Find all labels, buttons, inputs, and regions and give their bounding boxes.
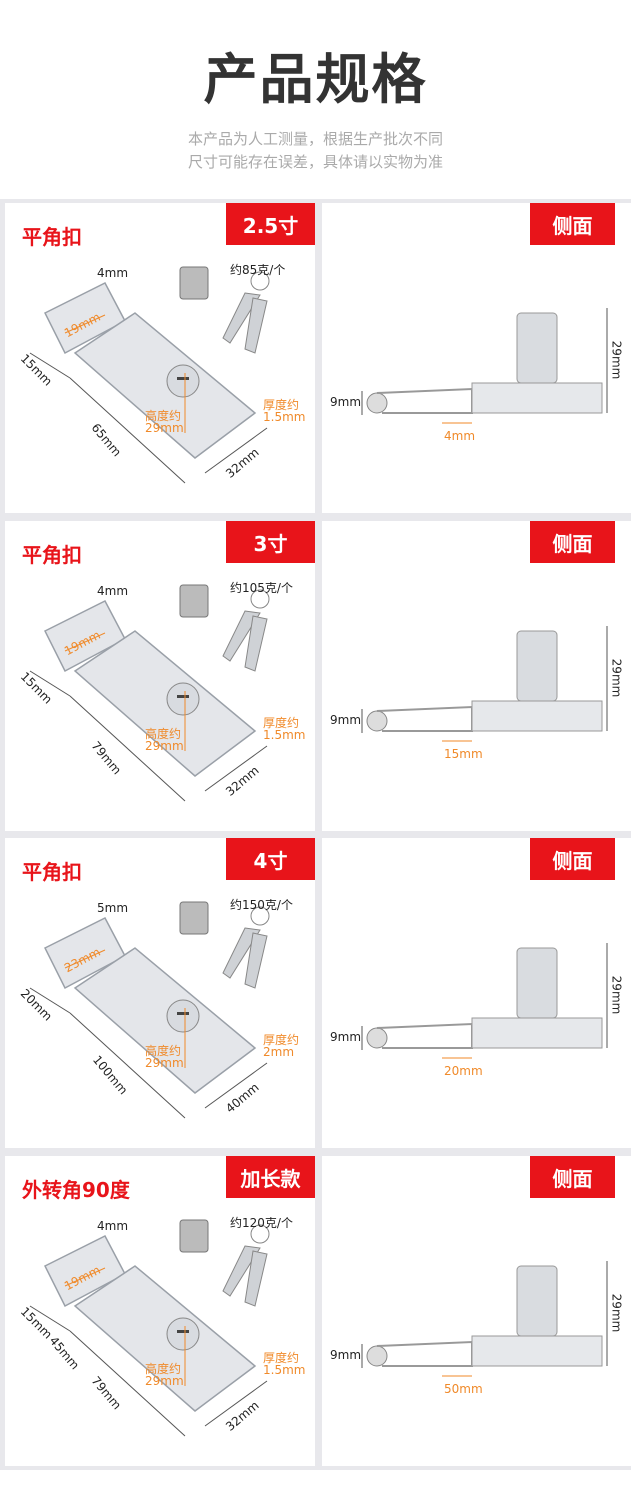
spec-row: 平角扣 3寸 4mm 约105克/个 19mm 15mm 79mm 32mm 高… <box>0 517 631 835</box>
front-panel: 外转角90度 加长款 4mm 约120克/个 19mm 15mm 45mm 79… <box>5 1156 315 1466</box>
height-label: 高度约 <box>145 409 182 423</box>
height-dimension: 29mm <box>145 1056 184 1070</box>
gap-dimension: 15mm <box>444 747 483 761</box>
side-height-dimension: 29mm <box>609 340 624 380</box>
side-view-badge: 侧面 <box>530 203 615 245</box>
spec-row: 外转角90度 加长款 4mm 约120克/个 19mm 15mm 45mm 79… <box>0 1152 631 1470</box>
hasp-type: 平角扣 <box>22 860 82 884</box>
hole-gap-dimension: 4mm <box>97 1219 129 1233</box>
height-label: 高度约 <box>145 727 182 741</box>
side-panel: 侧面 29mm 9mm 20mm <box>322 838 631 1148</box>
weight-label: 约105克/个 <box>230 581 293 595</box>
hole-gap-dimension: 4mm <box>97 266 129 280</box>
thickness-label: 厚度约 <box>263 1351 300 1365</box>
page-title: 产品规格 <box>203 48 428 111</box>
size-badge: 2.5寸 <box>226 203 315 245</box>
knob-dimension: 9mm <box>330 713 362 727</box>
knob-dimension: 9mm <box>330 395 362 409</box>
hasp-type: 平角扣 <box>22 543 82 567</box>
thickness-dimension: 1.5mm <box>263 410 306 424</box>
weight-label: 约85克/个 <box>230 263 286 277</box>
measurement-note-line1: 本产品为人工测量，根据生产批次不同 <box>187 130 443 148</box>
spec-row: 平角扣 4寸 5mm 约150克/个 23mm 20mm 100mm 40mm … <box>0 834 631 1152</box>
hole-gap-dimension: 4mm <box>97 584 129 598</box>
thickness-label: 厚度约 <box>263 398 300 412</box>
hasp-product-image <box>29 1219 270 1437</box>
height-label: 高度约 <box>145 1362 182 1376</box>
side-height-dimension: 29mm <box>609 975 624 1015</box>
side-panel: 侧面 29mm 9mm 15mm <box>322 521 631 831</box>
height-dimension: 29mm <box>145 421 184 435</box>
side-view-badge: 侧面 <box>530 521 615 563</box>
spec-row: 平角扣 2.5寸 4mm 约85克/个 19mm 15mm 65mm 32mm … <box>0 199 631 517</box>
gap-dimension: 4mm <box>444 429 476 443</box>
hasp-type: 平角扣 <box>22 225 82 249</box>
size-badge: 3寸 <box>226 521 315 563</box>
hasp-product-image <box>29 266 270 484</box>
side-panel: 侧面 29mm 9mm 50mm <box>322 1156 631 1466</box>
hole-gap-dimension: 5mm <box>97 901 129 915</box>
side-view-image <box>361 626 608 742</box>
side-view-image <box>361 308 608 424</box>
height-dimension: 29mm <box>145 739 184 753</box>
thickness-label: 厚度约 <box>263 716 300 730</box>
front-panel: 平角扣 2.5寸 4mm 约85克/个 19mm 15mm 65mm 32mm … <box>5 203 315 513</box>
side-view-image <box>361 1261 608 1377</box>
thickness-label: 厚度约 <box>263 1033 300 1047</box>
hasp-type: 外转角90度 <box>22 1178 130 1202</box>
side-view-badge: 侧面 <box>530 838 615 880</box>
thickness-dimension: 1.5mm <box>263 728 306 742</box>
hasp-product-image <box>29 584 270 802</box>
thickness-dimension: 2mm <box>263 1045 295 1059</box>
knob-dimension: 9mm <box>330 1030 362 1044</box>
side-view-image <box>361 943 608 1059</box>
measurement-note-line2: 尺寸可能存在误差，具体请以实物为准 <box>187 153 443 171</box>
hasp-product-image <box>29 901 270 1119</box>
thickness-dimension: 1.5mm <box>263 1363 306 1377</box>
height-dimension: 29mm <box>145 1374 184 1388</box>
gap-dimension: 20mm <box>444 1064 483 1078</box>
front-panel: 平角扣 4寸 5mm 约150克/个 23mm 20mm 100mm 40mm … <box>5 838 315 1148</box>
gap-dimension: 50mm <box>444 1382 483 1396</box>
weight-label: 约120克/个 <box>230 1216 293 1230</box>
weight-label: 约150克/个 <box>230 898 293 912</box>
size-badge: 加长款 <box>226 1156 315 1198</box>
size-badge: 4寸 <box>226 838 315 880</box>
front-panel: 平角扣 3寸 4mm 约105克/个 19mm 15mm 79mm 32mm 高… <box>5 521 315 831</box>
knob-dimension: 9mm <box>330 1348 362 1362</box>
side-view-badge: 侧面 <box>530 1156 615 1198</box>
side-height-dimension: 29mm <box>609 1293 624 1333</box>
side-height-dimension: 29mm <box>609 658 624 698</box>
height-label: 高度约 <box>145 1044 182 1058</box>
side-panel: 侧面 29mm 9mm 4mm <box>322 203 631 513</box>
